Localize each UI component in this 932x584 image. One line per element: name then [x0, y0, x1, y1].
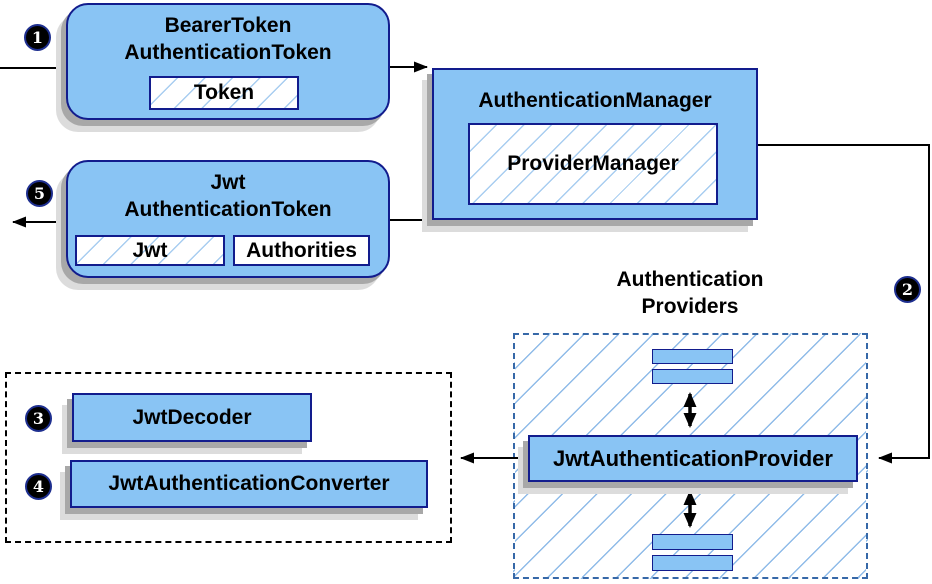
provider-manager-chip: ProviderManager	[468, 123, 718, 205]
jwt-token-title-line2: AuthenticationToken	[124, 198, 332, 221]
jwt-authentication-token-node: Jwt AuthenticationToken Jwt Authorities	[66, 160, 390, 278]
authentication-manager-node: AuthenticationManager ProviderManager	[432, 68, 758, 220]
jwt-authentication-converter-node: JwtAuthenticationConverter	[70, 460, 428, 508]
authentication-providers-label: Authentication Providers	[570, 266, 810, 320]
step-5-badge: 5	[26, 180, 53, 207]
provider-stack-bottom-bar-2	[652, 555, 733, 571]
bearer-token-authentication-token-node: BearerToken AuthenticationToken Token	[66, 3, 390, 120]
jwt-decoder-node: JwtDecoder	[72, 393, 312, 442]
bearer-token-title-line2: AuthenticationToken	[124, 41, 332, 64]
step-4-badge: 4	[25, 473, 52, 500]
step-3-badge: 3	[25, 405, 52, 432]
jwt-chip: Jwt	[75, 235, 225, 266]
token-chip: Token	[149, 76, 299, 110]
provider-stack-bottom-bar-1	[652, 534, 733, 550]
providers-label-line2: Providers	[641, 295, 739, 318]
provider-stack-top-bar-2	[652, 369, 733, 384]
step-2-badge: 2	[894, 276, 921, 303]
authorities-chip: Authorities	[233, 235, 370, 266]
authentication-manager-title: AuthenticationManager	[478, 89, 712, 112]
jwt-components-group	[5, 372, 452, 543]
jwt-token-title-line1: Jwt	[210, 171, 246, 194]
jwt-authentication-provider-node: JwtAuthenticationProvider	[528, 435, 858, 482]
step-1-badge: 1	[24, 24, 51, 51]
bearer-token-title-line1: BearerToken	[164, 14, 292, 37]
providers-label-line1: Authentication	[616, 268, 764, 291]
provider-stack-top-bar-1	[652, 349, 733, 364]
